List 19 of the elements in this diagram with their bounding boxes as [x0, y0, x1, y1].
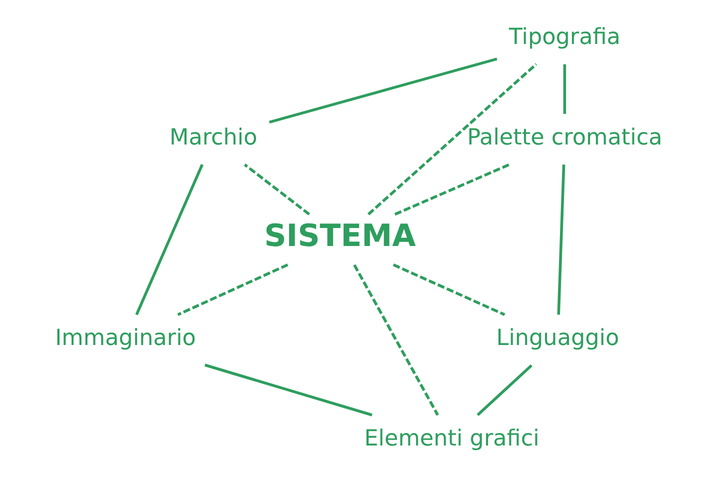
connector: [243, 164, 310, 216]
node-text: Tipografia: [508, 24, 620, 50]
node-text: Palette cromatica: [466, 124, 662, 150]
node-text: Elementi grafici: [364, 426, 539, 452]
node-text: Marchio: [168, 124, 257, 150]
node-text: SISTEMA: [264, 218, 416, 254]
connector: [562, 64, 566, 114]
connector: [352, 264, 438, 416]
connector: [204, 364, 372, 416]
connector: [367, 63, 537, 216]
connector: [268, 58, 497, 124]
node-text: Immaginario: [54, 325, 196, 352]
connector: [176, 264, 288, 316]
connector: [392, 263, 505, 316]
connector: [394, 163, 510, 216]
connector: [556, 164, 565, 315]
connector: [476, 364, 532, 416]
connector: [134, 164, 204, 316]
node-text: Linguaggio: [496, 325, 619, 352]
